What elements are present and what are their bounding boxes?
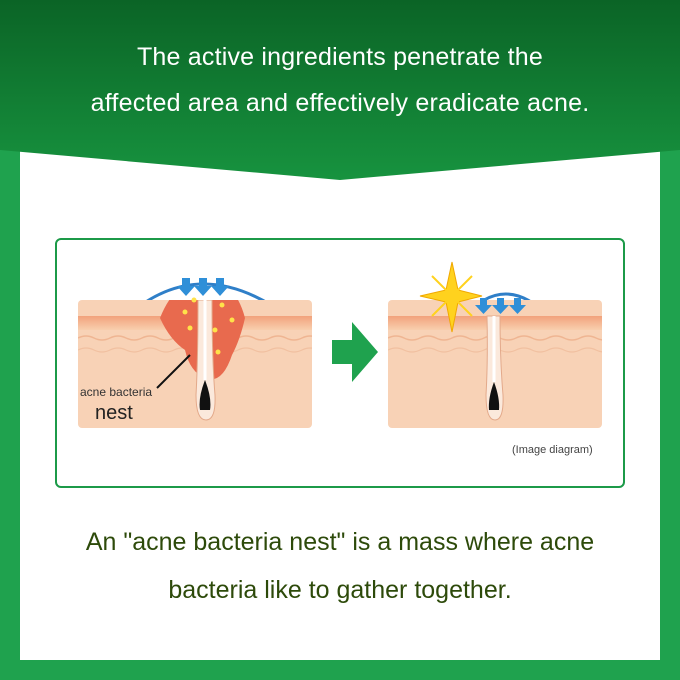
acne-bacteria-label: acne bacteria — [80, 385, 153, 399]
header-line-2: affected area and effectively eradicate … — [90, 89, 590, 117]
nest-label: nest — [95, 402, 133, 424]
footer-line-1: An "acne bacteria nest" is a mass where … — [85, 528, 595, 556]
skin-after — [388, 261, 602, 428]
skin-before — [78, 278, 312, 428]
header-title: The active ingredients penetrate the aff… — [0, 34, 680, 126]
header-line-1: The active ingredients penetrate the — [136, 43, 544, 71]
arrow-right-icon — [332, 322, 378, 382]
down-arrow-icon — [177, 278, 229, 296]
header-banner: The active ingredients penetrate the aff… — [0, 0, 680, 180]
header-background — [0, 0, 680, 180]
sparkle-icon — [419, 261, 483, 333]
down-arrow-icon — [475, 298, 526, 314]
footer-line-2: bacteria like to gather together. — [168, 576, 512, 604]
image-caption: (Image diagram) — [512, 444, 593, 456]
footer-text: An "acne bacteria nest" is a mass where … — [20, 518, 660, 614]
